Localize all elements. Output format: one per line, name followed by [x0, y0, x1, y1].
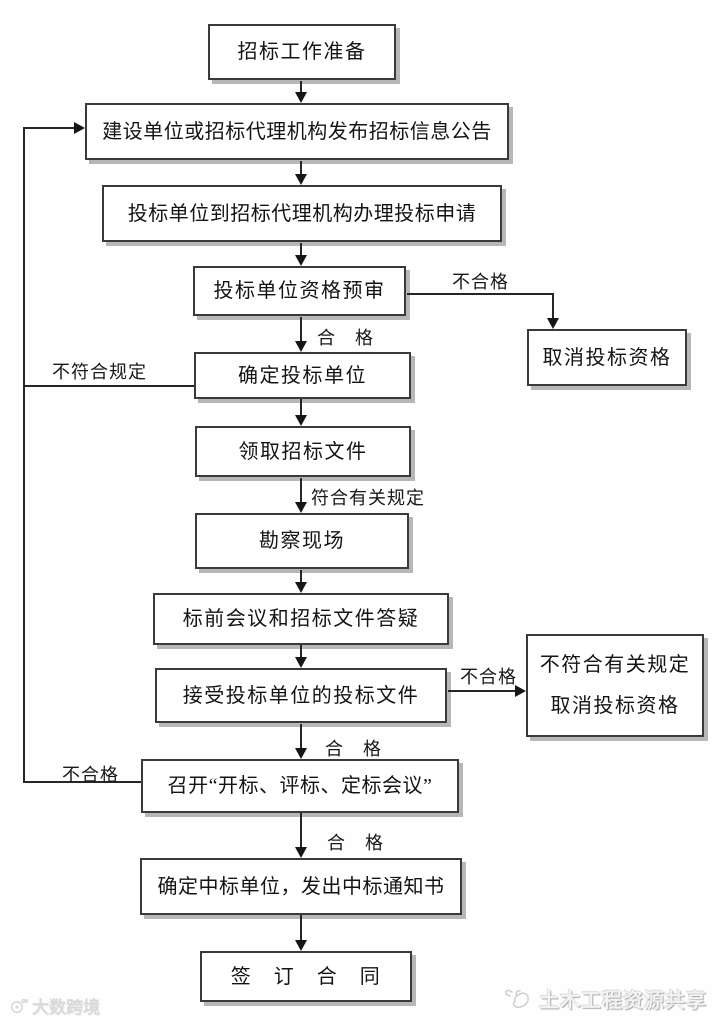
dashu-logo-icon — [10, 998, 28, 1014]
flow-node-label: 确定中标单位，发出中标通知书 — [157, 875, 445, 898]
connector-line — [300, 161, 302, 175]
arrow-down-icon — [295, 582, 307, 593]
flow-node-label: 投标单位到招标代理机构办理投标申请 — [127, 202, 477, 225]
connector-line — [407, 293, 554, 295]
watermark-civil: 土木工程资源共享 — [503, 984, 707, 1013]
flow-node-bid-meeting: 召开“开标、评标、定标会议” — [141, 759, 459, 813]
arrow-down-icon — [295, 748, 307, 759]
connector-line — [448, 690, 516, 692]
connector-line — [300, 399, 302, 416]
arrow-down-icon — [547, 318, 559, 329]
arrow-down-icon — [295, 940, 307, 951]
flow-node-apply: 投标单位到招标代理机构办理投标申请 — [102, 185, 502, 242]
flow-node-label: 投标单位资格预审 — [213, 280, 386, 302]
edge-label-meeting-pass: 合 格 — [327, 833, 384, 853]
edge-label-prequalify-pass: 合 格 — [317, 328, 374, 348]
flow-node-label: 取消投标资格 — [542, 346, 672, 369]
connector-line — [300, 81, 302, 93]
arrow-down-icon — [295, 502, 307, 513]
watermark-dashu: 大数跨境 — [10, 993, 100, 1018]
connector-line — [300, 243, 302, 256]
arrow-right-icon — [74, 122, 85, 134]
flow-node-label-line1: 不符合有关规定 — [539, 653, 691, 676]
edge-label-not-conform-rule: 不符合规定 — [52, 362, 147, 382]
flow-node-prequalification: 投标单位资格预审 — [193, 266, 406, 316]
connector-line — [300, 317, 302, 342]
arrow-down-icon — [295, 415, 307, 426]
arrow-down-icon — [295, 341, 307, 352]
flow-node-cancel-qualification: 取消投标资格 — [527, 329, 687, 386]
connector-line — [23, 781, 141, 783]
connector-line — [23, 127, 75, 129]
edge-label-meeting-fail: 不合格 — [62, 765, 119, 785]
connector-line — [300, 724, 302, 749]
flow-node-label: 召开“开标、评标、定标会议” — [167, 775, 433, 797]
connector-line — [300, 478, 302, 503]
flow-node-receive-bids: 接受投标单位的投标文件 — [155, 668, 447, 723]
connector-line — [23, 127, 25, 783]
flow-node-site-survey: 勘察现场 — [195, 513, 409, 569]
connector-line — [300, 570, 302, 583]
flow-node-label: 接受投标单位的投标文件 — [182, 684, 420, 707]
arrow-down-icon — [295, 255, 307, 266]
edge-label-prequalify-fail: 不合格 — [452, 272, 509, 292]
flow-node-award-notice: 确定中标单位，发出中标通知书 — [140, 858, 462, 915]
flow-node-pre-bid-meeting: 标前会议和招标文件答疑 — [153, 593, 449, 645]
flow-node-confirm-bidders: 确定投标单位 — [194, 352, 411, 399]
connector-line — [552, 293, 554, 319]
arrow-down-icon — [295, 847, 307, 858]
watermark-dashu-text: 大数跨境 — [32, 998, 100, 1017]
arrow-down-icon — [295, 174, 307, 185]
flow-node-sign-contract: 签 订 合 同 — [200, 951, 412, 1002]
flow-node-label: 勘察现场 — [259, 530, 345, 552]
arrow-down-icon — [295, 92, 307, 103]
flow-node-label: 建设单位或招标代理机构发布招标信息公告 — [102, 120, 492, 143]
edge-label-bid-doc-fail: 不合格 — [460, 667, 517, 687]
watermark-civil-text: 土木工程资源共享 — [539, 990, 707, 1012]
connector-line — [300, 645, 302, 658]
flow-node-announce: 建设单位或招标代理机构发布招标信息公告 — [85, 103, 509, 160]
flow-node-label-line2: 取消投标资格 — [550, 695, 680, 718]
connector-line — [23, 385, 194, 387]
flow-node-prepare: 招标工作准备 — [208, 24, 396, 80]
flow-node-label: 招标工作准备 — [237, 41, 367, 63]
flow-node-collect-docs: 领取招标文件 — [195, 426, 411, 477]
flow-node-label: 标前会议和招标文件答疑 — [182, 608, 420, 630]
dove-icon — [503, 987, 533, 1011]
flow-node-label: 确定投标单位 — [238, 364, 367, 387]
arrow-down-icon — [295, 657, 307, 668]
connector-line — [300, 813, 302, 848]
flow-node-label: 签 订 合 同 — [230, 965, 382, 988]
edge-label-bid-doc-pass: 合 格 — [325, 739, 382, 759]
flow-node-cancel-qualification-2: 不符合有关规定 取消投标资格 — [526, 634, 704, 737]
arrow-right-icon — [515, 685, 526, 697]
edge-label-conform-rules: 符合有关规定 — [311, 488, 425, 508]
flow-node-label: 领取招标文件 — [238, 440, 368, 463]
connector-line — [300, 915, 302, 941]
